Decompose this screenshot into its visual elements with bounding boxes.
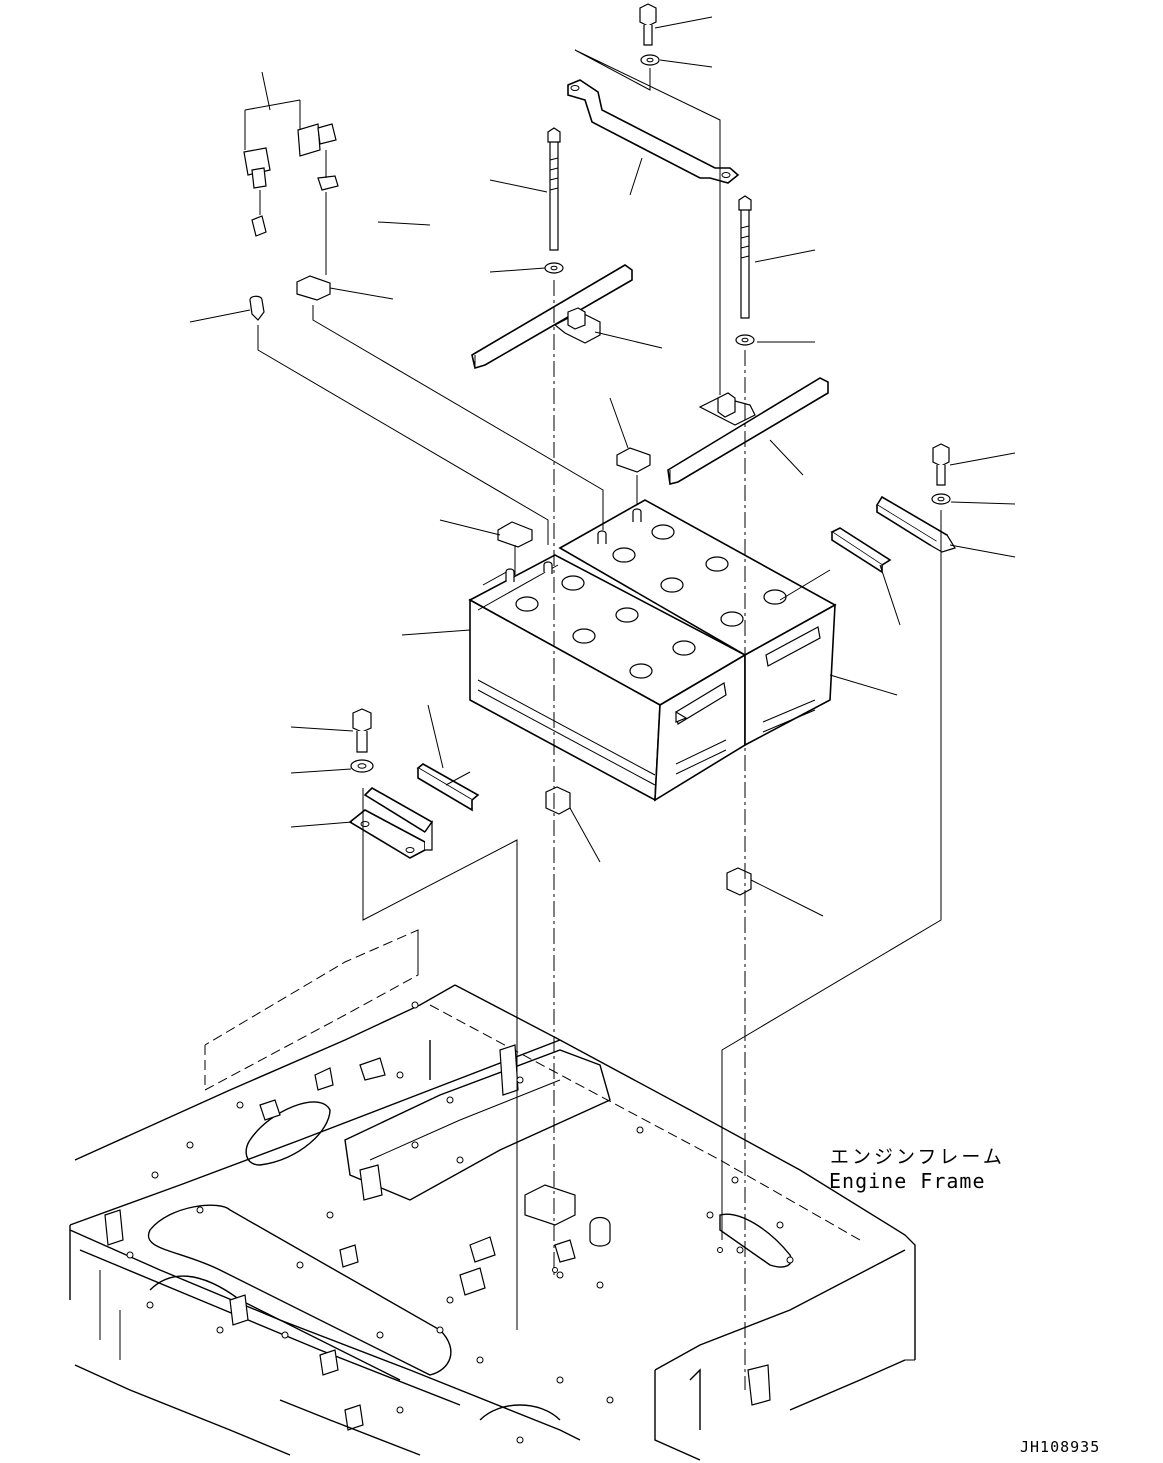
connectors [243, 123, 337, 189]
battery-cable [251, 175, 374, 252]
hold-bar-left [471, 264, 633, 370]
block-nuts [545, 786, 752, 896]
washers [350, 54, 951, 773]
angle-bracket-right [875, 495, 956, 553]
hold-bar-right [667, 377, 829, 485]
rubber-pads [416, 527, 892, 812]
caption-japanese: エンジンフレーム [830, 1146, 1005, 1168]
j-bolt-right [738, 195, 752, 319]
bolts [352, 3, 950, 753]
engine-frame [69, 929, 916, 1461]
caption-english: Engine Frame [829, 1169, 986, 1193]
battery-left [468, 554, 747, 802]
reference-lines [257, 49, 942, 1390]
drawing-number: JH108935 [1020, 1438, 1100, 1456]
angle-bracket-left [348, 787, 434, 859]
hold-down-bracket [567, 79, 740, 184]
terminals [249, 275, 651, 548]
j-bolt-left [547, 127, 561, 251]
battery-right [558, 499, 837, 747]
leader-lines [189, 16, 1016, 917]
